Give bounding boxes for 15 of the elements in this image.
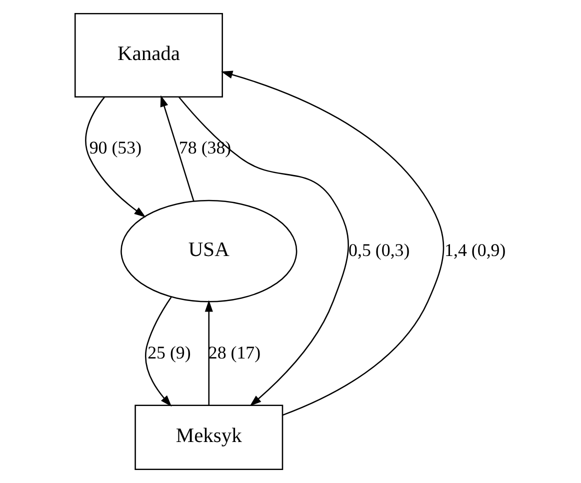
arrow [221,70,444,416]
arrow [160,95,194,202]
edge-label: 0,5 (0,3) [348,240,410,260]
arrow [85,96,146,218]
node-ellipse: USA [120,200,298,302]
node-box: Meksyk [134,404,284,470]
arrow [145,296,172,407]
arrow [178,96,349,406]
edge-label: 28 (17) [208,342,261,362]
node-box: Kanada [74,13,223,98]
edge-label: 1,4 (0,9) [444,240,506,260]
arrow [204,300,213,406]
edge-label: 78 (38) [178,137,232,158]
edge-label: 25 (9) [148,342,191,362]
edge-label: 90 (53) [89,137,142,158]
